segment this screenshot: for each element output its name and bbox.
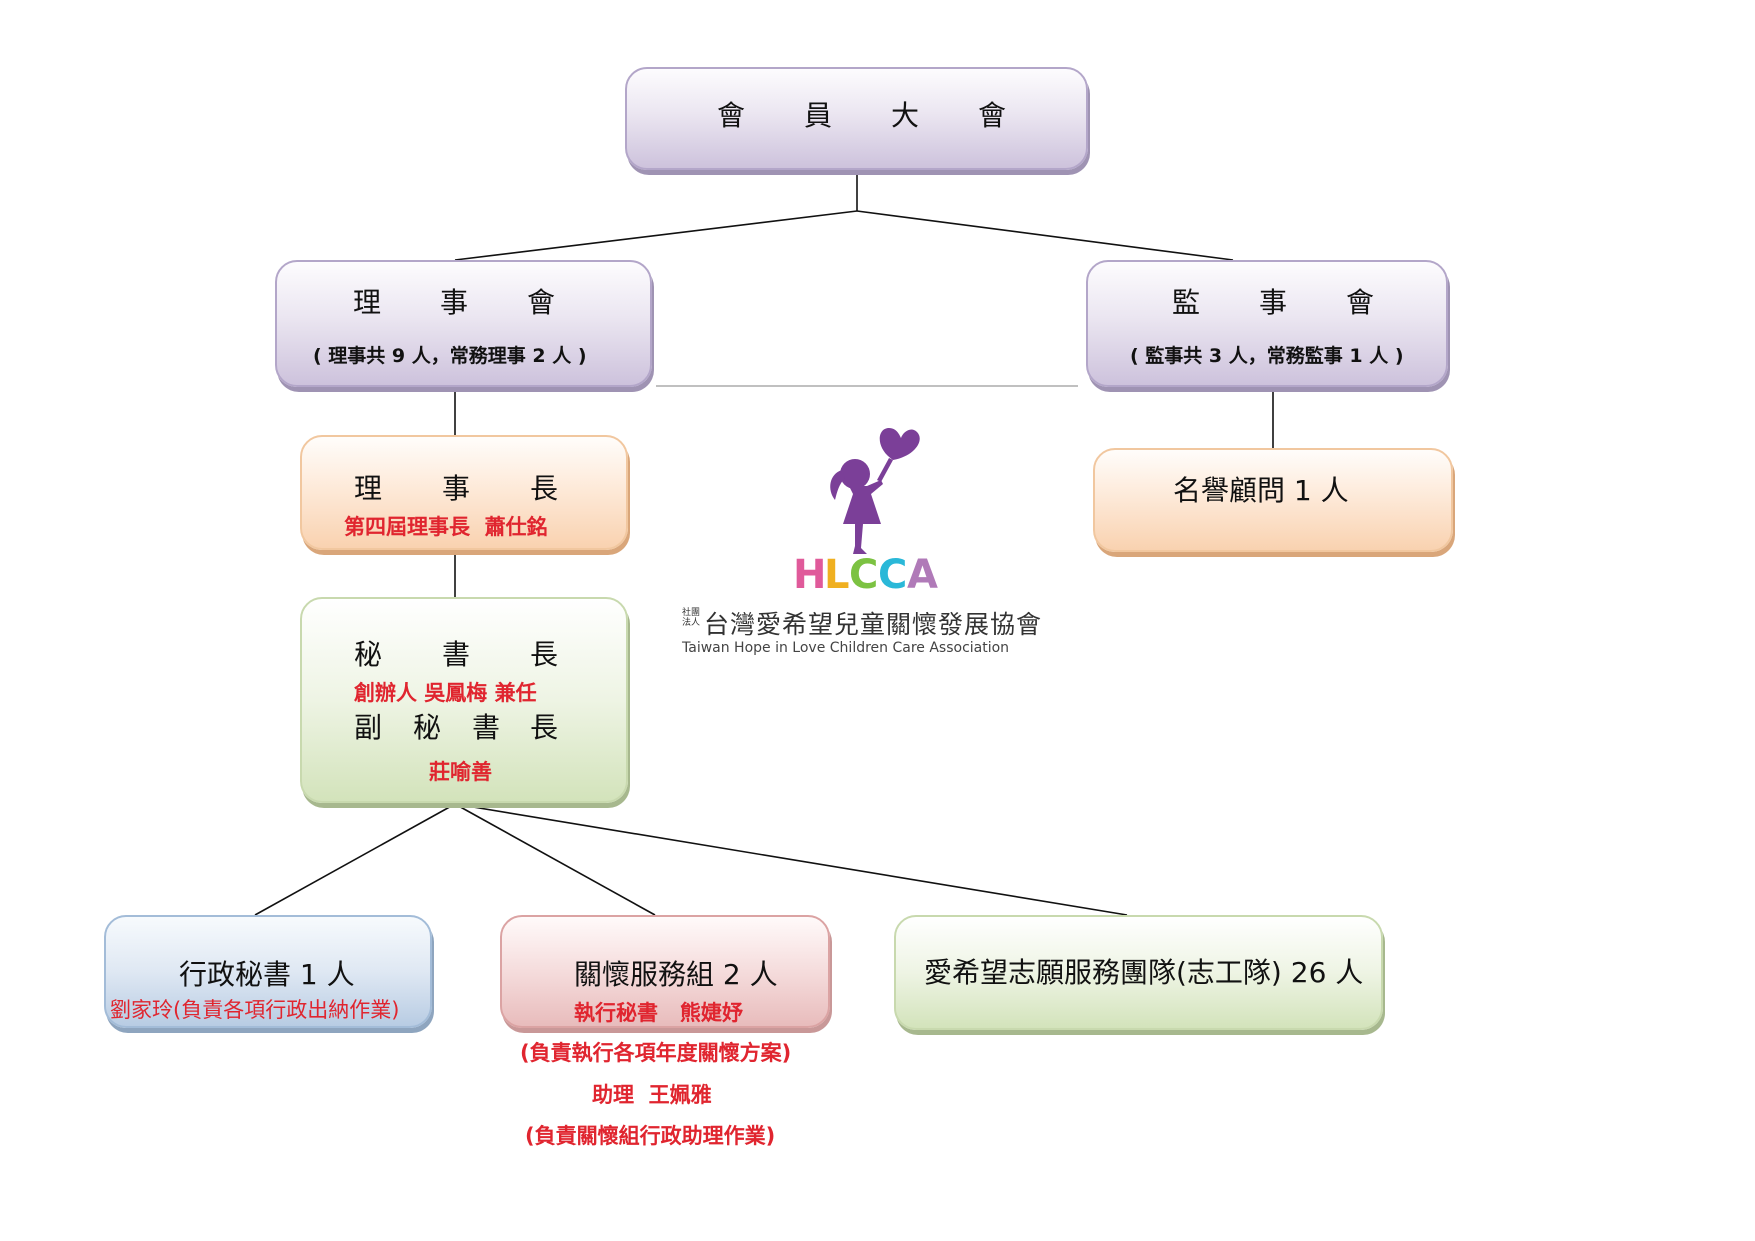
chairman-char: 事 bbox=[442, 472, 471, 505]
logo-letter-h: H bbox=[793, 552, 826, 598]
chairman-box: 理 事 長 第四屆理事長 蕭仕銘 bbox=[300, 435, 628, 550]
logo-org-type-line: 法人 bbox=[682, 618, 701, 628]
logo-letter-a: A bbox=[907, 552, 938, 598]
chairman-char: 理 bbox=[354, 472, 383, 505]
care-service-group-box: 關懷服務組 2 人 執行秘書 熊婕妤 bbox=[500, 915, 830, 1028]
connector-to-supervisors bbox=[856, 210, 1234, 261]
board-of-directors-box: 理 事 會 ( 理事共 9 人，常務理事 2 人 ) bbox=[275, 260, 652, 387]
logo-org-type: 社團 法人 bbox=[682, 608, 700, 628]
admin-secretary-box: 行政秘書 1 人 劉家玲(負責各項行政出納作業) bbox=[104, 915, 432, 1028]
board-char: 事 bbox=[440, 286, 469, 319]
care-service-exec-duty: (負責執行各項年度關懷方案) bbox=[520, 1041, 792, 1065]
secretary-general-name: 創辦人 吳鳳梅 兼任 bbox=[354, 681, 537, 705]
general-assembly-char: 會 bbox=[978, 99, 1007, 132]
supervisors-char: 會 bbox=[1346, 286, 1375, 319]
supervisors-note: ( 監事共 3 人，常務監事 1 人 ) bbox=[1130, 345, 1404, 367]
general-assembly-char: 員 bbox=[804, 99, 833, 132]
connector-to-board bbox=[454, 210, 858, 261]
care-service-assistant-duty: (負責關懷組行政助理作業) bbox=[525, 1124, 776, 1148]
secretary-general-box: 秘 書 長 創辦人 吳鳳梅 兼任 副 秘 書 長 莊喻善 bbox=[300, 597, 628, 803]
admin-secretary-label: 行政秘書 1 人 bbox=[179, 958, 355, 991]
secretary-general-char: 書 bbox=[442, 638, 471, 671]
chairman-char: 長 bbox=[530, 472, 559, 505]
general-assembly-box: 會 員 大 會 bbox=[625, 67, 1088, 170]
general-assembly-char: 大 bbox=[891, 99, 920, 132]
volunteer-team-label: 愛希望志願服務團隊(志工隊) 26 人 bbox=[924, 956, 1364, 989]
supervisors-char: 事 bbox=[1259, 286, 1288, 319]
deputy-secretary-char: 副 bbox=[354, 711, 383, 744]
logo-chinese-name: 台灣愛希望兒童關懷發展協會 bbox=[704, 610, 1043, 639]
connector-to-admin bbox=[254, 803, 456, 916]
secretary-general-char: 秘 bbox=[354, 638, 383, 671]
honorary-advisor-box: 名譽顧問 1 人 bbox=[1093, 448, 1453, 552]
deputy-secretary-char: 秘 bbox=[413, 711, 442, 744]
supervisory-board-box: 監 事 會 ( 監事共 3 人，常務監事 1 人 ) bbox=[1086, 260, 1448, 387]
deputy-secretary-name: 莊喻善 bbox=[429, 760, 492, 784]
logo-english-name: Taiwan Hope in Love Children Care Associ… bbox=[682, 640, 1010, 656]
logo-letter-c2: C bbox=[878, 552, 907, 598]
care-service-assistant: 助理 王姵雅 bbox=[592, 1083, 712, 1107]
secretary-general-char: 長 bbox=[530, 638, 559, 671]
hlcca-logo: H L C C A 社團 法人 台灣愛希望兒童關懷發展協會 Taiwan Hop… bbox=[670, 410, 1070, 660]
deputy-secretary-char: 長 bbox=[530, 711, 559, 744]
care-service-label: 關懷服務組 2 人 bbox=[574, 958, 778, 991]
connector-to-volunteers bbox=[454, 803, 1128, 916]
general-assembly-char: 會 bbox=[717, 99, 746, 132]
logo-letter-l: L bbox=[824, 552, 849, 598]
logo-org-type-line: 社團 bbox=[682, 608, 701, 618]
admin-secretary-detail: 劉家玲(負責各項行政出納作業) bbox=[110, 998, 400, 1022]
connector-to-care bbox=[454, 803, 656, 916]
chairman-name: 第四屆理事長 蕭仕銘 bbox=[344, 515, 548, 539]
girl-with-heart-balloon-icon bbox=[830, 428, 920, 554]
deputy-secretary-char: 書 bbox=[472, 711, 501, 744]
volunteer-team-box: 愛希望志願服務團隊(志工隊) 26 人 bbox=[894, 915, 1383, 1030]
board-char: 會 bbox=[527, 286, 556, 319]
logo-letter-c1: C bbox=[849, 552, 878, 598]
honorary-advisor-label: 名譽顧問 1 人 bbox=[1173, 474, 1349, 507]
board-note: ( 理事共 9 人，常務理事 2 人 ) bbox=[313, 345, 587, 367]
care-service-exec-secretary: 執行秘書 熊婕妤 bbox=[574, 1001, 743, 1025]
board-char: 理 bbox=[353, 286, 382, 319]
supervisors-char: 監 bbox=[1172, 286, 1201, 319]
